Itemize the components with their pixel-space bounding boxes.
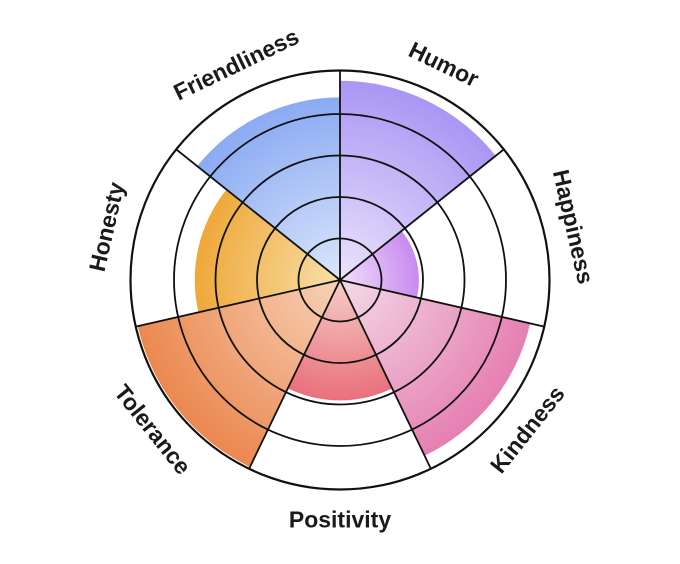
- spoke-line: [175, 148, 341, 281]
- sector-humor: [340, 80, 496, 280]
- sector-tolerance: [137, 280, 340, 467]
- sector-positivity: [287, 280, 393, 401]
- label-honesty: Honesty: [84, 179, 130, 273]
- label-friendliness: Friendliness: [169, 23, 302, 105]
- label-positivity: Positivity: [289, 507, 391, 533]
- label-humor: Humor: [405, 36, 483, 92]
- spoke-line: [339, 279, 432, 470]
- sector-friendliness: [197, 97, 340, 281]
- spoke-line: [339, 279, 545, 328]
- spoke-line: [248, 279, 341, 470]
- sector-happiness: [340, 230, 419, 298]
- label-happiness: Happiness: [548, 167, 599, 286]
- spoke-line: [339, 148, 505, 281]
- spoke-line: [135, 279, 341, 328]
- label-kindness: Kindness: [485, 381, 570, 478]
- sector-kindness: [340, 280, 531, 456]
- chart-grid: [129, 69, 551, 491]
- chart-sectors: [137, 80, 531, 467]
